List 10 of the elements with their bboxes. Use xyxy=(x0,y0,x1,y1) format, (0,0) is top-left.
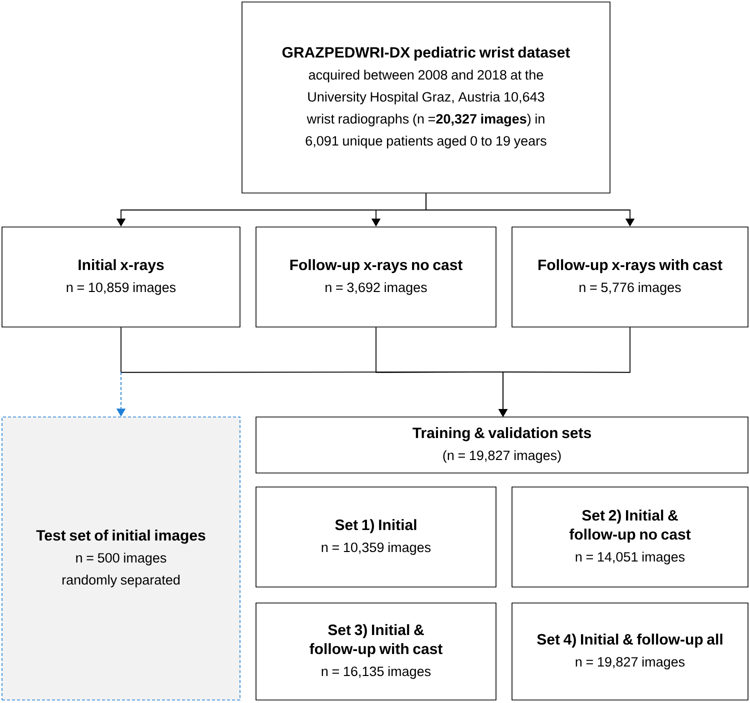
set-box: Set 4) Initial & follow-up all n = 19,827 images xyxy=(512,602,748,700)
set-box: Set 3) Initial & follow-up with cast n = 16,135 images xyxy=(256,602,496,700)
category-box: Follow-up x-rays with cast n = 5,776 images xyxy=(512,226,748,328)
training-set-box: Training & validation sets (n = 19,827 images) xyxy=(256,416,748,474)
set-box: Set 2) Initial & follow-up no cast n = 14,051 images xyxy=(512,486,748,588)
dataset-box: GRAZPEDWRI-DX pediatric wrist dataset acquired between 2008 and 2018 at the University Hospital Graz, Austria 10,643 wrist radiographs (n =20,327 images) in 6,091 unique patients aged 0 to 19 years xyxy=(242,2,610,194)
category-box: Initial x-rays n = 10,859 images xyxy=(2,226,240,328)
category-box: Follow-up x-rays no cast n = 3,692 images xyxy=(256,226,496,328)
test-set-box: Test set of initial images n = 500 images randomly separated xyxy=(2,416,240,700)
set-box: Set 1) Initial n = 10,359 images xyxy=(256,486,496,588)
